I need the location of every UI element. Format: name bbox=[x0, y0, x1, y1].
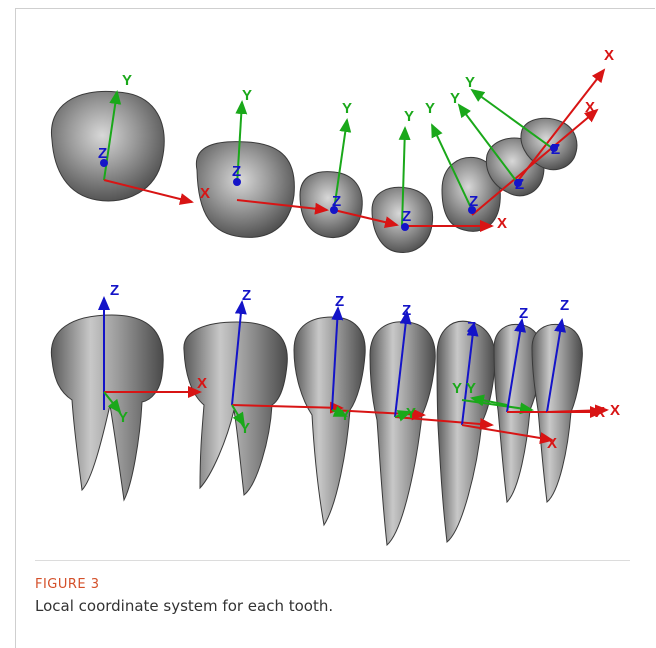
axis-x-label: X bbox=[585, 99, 595, 116]
axis-y-label: Y bbox=[242, 87, 252, 104]
axis-z-label: Z bbox=[232, 163, 241, 180]
axis-x-label: X bbox=[547, 435, 557, 452]
tooth-buccal-canine bbox=[437, 321, 495, 542]
axis-z-label: Z bbox=[551, 141, 560, 158]
axis-z-label: Z bbox=[332, 193, 341, 210]
axis-z-label: Z bbox=[515, 176, 524, 193]
figure-label: FIGURE 3 bbox=[35, 577, 100, 592]
axis-z-label: Z bbox=[560, 297, 569, 314]
tooth-buccal-premolar-1 bbox=[294, 317, 365, 525]
axis-z-label: Z bbox=[467, 319, 476, 336]
axis-y-label: Y bbox=[342, 100, 352, 117]
axis-z-label: Z bbox=[335, 293, 344, 310]
tooth-occlusal-molar-1 bbox=[51, 91, 164, 201]
figure-caption: Local coordinate system for each tooth. bbox=[35, 597, 333, 615]
axis-z-label: Z bbox=[402, 208, 411, 225]
buccal-row: Z Z Z Z Z Z Z X X X X Y Y Y Y Y Y bbox=[51, 282, 620, 545]
axis-y-label: Y bbox=[404, 108, 414, 125]
axis-y-label: Y bbox=[465, 74, 475, 91]
axis-x-label: X bbox=[497, 215, 507, 232]
occlusal-row: Y Y Y Y Y Y Y Z Z Z Z Z Z Z X X X X bbox=[51, 47, 614, 253]
axis-y-label: Y bbox=[240, 420, 250, 437]
axis-x-label: X bbox=[610, 402, 620, 419]
tooth-buccal-molar-1 bbox=[51, 315, 163, 500]
axis-y-label: Y bbox=[452, 380, 462, 397]
axis-z-label: Z bbox=[519, 305, 528, 322]
axis-z-label: Z bbox=[242, 287, 251, 304]
axis-x-label: X bbox=[604, 47, 614, 64]
axis-x-label: X bbox=[197, 375, 207, 392]
axis-z-label: Z bbox=[402, 302, 411, 319]
axis-y-label: Y bbox=[450, 90, 460, 107]
axis-z-label: Z bbox=[110, 282, 119, 299]
axis-z-label: Z bbox=[98, 145, 107, 162]
axis-y-label: Y bbox=[406, 405, 416, 422]
axis-y-label: Y bbox=[122, 72, 132, 89]
axis-y-label: Y bbox=[118, 409, 128, 426]
axis-z-label: Z bbox=[469, 193, 478, 210]
tooth-occlusal-molar-2 bbox=[196, 142, 294, 238]
tooth-coordinate-figure: Y Y Y Y Y Y Y Z Z Z Z Z Z Z X X X X bbox=[32, 30, 642, 560]
axis-y-label: Y bbox=[425, 100, 435, 117]
axis-x-label: X bbox=[595, 404, 605, 421]
axis-y-label: Y bbox=[340, 407, 350, 424]
axis-x-label: X bbox=[200, 185, 210, 202]
tooth-buccal-molar-2 bbox=[184, 322, 287, 495]
caption-divider bbox=[35, 560, 630, 561]
axis-y-label: Y bbox=[466, 380, 476, 397]
